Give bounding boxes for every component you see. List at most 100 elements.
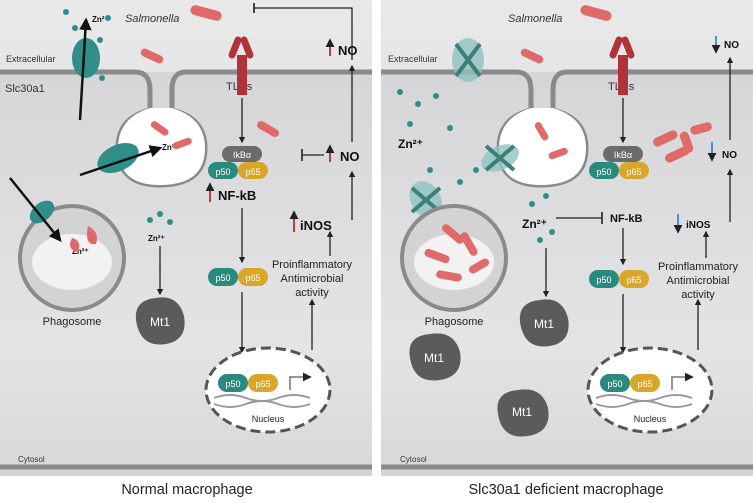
left-p65-mid: [238, 268, 268, 286]
zinc-icon: [549, 229, 555, 235]
salmonella-icon: [150, 121, 169, 136]
right-mt1-c-label: Mt1: [512, 405, 532, 419]
left-p65-top: [238, 162, 268, 179]
left-no-inhibit-path: [254, 7, 353, 60]
left-p50-top: [208, 162, 238, 179]
left-panel: Extracellular Salmonella Slc30a1 TLRs Cy…: [0, 0, 372, 476]
right-ikba-badge: [603, 146, 643, 162]
right-zn-left-label: Zn²⁺: [398, 137, 423, 151]
left-p65-mid-label: p65: [245, 273, 260, 283]
left-zn-top-label: Zn²⁺: [92, 15, 109, 24]
right-ko-x-icon: [454, 42, 482, 78]
salmonella-icon: [460, 232, 478, 256]
left-proinflam-2: Antimicrobial: [281, 273, 344, 285]
left-proinflam-1: Proinflammatory: [272, 259, 353, 271]
salmonella-icon: [690, 122, 712, 135]
right-no-mid-label: NO: [722, 150, 737, 161]
right-p50-top: [589, 162, 619, 179]
salmonella-icon: [70, 238, 80, 252]
right-tlr-icon: [609, 36, 635, 59]
zinc-icon: [72, 25, 78, 31]
right-p65-nuc: [630, 374, 660, 392]
left-salmonella-label: Salmonella: [125, 13, 179, 25]
right-p65-mid-label: p65: [626, 275, 641, 285]
salmonella-icon: [520, 48, 544, 64]
right-caption: Slc30a1 deficient macrophage: [468, 482, 664, 498]
left-zn-phago-label: Zn²⁺: [72, 247, 89, 256]
right-mt1-c-icon: [497, 389, 549, 437]
salmonella-icon: [190, 5, 222, 21]
left-nucleus-label: Nucleus: [252, 414, 285, 424]
left-no-mid-label: NO: [340, 149, 360, 164]
zinc-icon: [537, 237, 543, 243]
salmonella-icon: [653, 130, 678, 147]
zinc-icon: [543, 193, 549, 199]
salmonella-icon: [87, 226, 97, 245]
left-phagosome-transporter-icon: [29, 200, 55, 224]
left-zn-cyto-label: Zn²⁺: [148, 234, 165, 243]
salmonella-icon: [140, 48, 164, 64]
zinc-icon: [427, 167, 433, 173]
zinc-icon: [167, 219, 173, 225]
salmonella-icon: [580, 5, 612, 21]
right-invagination-vesicle: [499, 108, 586, 185]
left-ikba-badge: [222, 146, 262, 162]
salmonella-icon: [468, 258, 490, 274]
left-no-top-label: NO: [338, 43, 358, 58]
left-slc30a1-transporter-icon: [72, 38, 100, 78]
zinc-icon: [457, 179, 463, 185]
zinc-icon: [415, 101, 421, 107]
left-dna-icon-2: [213, 400, 311, 408]
right-dna-icon-2: [595, 400, 693, 408]
right-ikba-label: IkBα: [614, 150, 632, 160]
salmonella-icon: [548, 147, 568, 160]
salmonella-icon: [172, 137, 192, 150]
right-p65-top: [619, 162, 649, 179]
zinc-icon: [433, 93, 439, 99]
right-mt1-b-label: Mt1: [424, 351, 444, 365]
right-transcription-arrow: [671, 372, 694, 390]
right-salmonella-label: Salmonella: [508, 13, 562, 25]
left-zn-vesicle-arrow: [79, 145, 163, 177]
zinc-icon: [157, 211, 163, 217]
right-p50-nuc: [600, 374, 630, 392]
left-phagosome-label: Phagosome: [43, 316, 102, 328]
left-transcription-arrow: [289, 372, 312, 390]
right-proinflam-3: activity: [681, 289, 715, 301]
left-slc30a1-label: Slc30a1: [5, 83, 45, 95]
zinc-icon: [147, 217, 153, 223]
left-extracellular-label: Extracellular: [6, 54, 56, 64]
left-p50-mid: [208, 268, 238, 286]
left-caption: Normal macrophage: [121, 482, 253, 498]
left-tlr-stem: [237, 55, 247, 95]
left-p50-mid-label: p50: [215, 273, 230, 283]
salmonella-icon: [679, 131, 694, 153]
zinc-icon: [407, 121, 413, 127]
left-p65-top-label: p65: [245, 167, 260, 177]
left-phagosome-lumen: [32, 234, 112, 290]
left-nfkb-label: NF-kB: [218, 188, 256, 203]
zinc-icon: [97, 37, 103, 43]
right-p50-mid-label: p50: [596, 275, 611, 285]
right-extracellular-label: Extracellular: [388, 54, 438, 64]
zinc-icon: [473, 167, 479, 173]
left-zn-export-arrow: [78, 17, 92, 121]
right-p65-nuc-label: p65: [637, 379, 652, 389]
right-nfkb-label: NF-kB: [610, 213, 642, 225]
right-p50-nuc-label: p50: [607, 379, 622, 389]
salmonella-icon: [442, 224, 464, 244]
left-p50-nuc: [218, 374, 248, 392]
left-inos-label: iNOS: [300, 218, 332, 233]
right-p50-mid: [589, 270, 619, 288]
right-ko-x-icon: [484, 144, 516, 172]
right-mt1-a-icon: [519, 299, 569, 347]
right-proinflam-1: Proinflammatory: [658, 261, 739, 273]
salmonella-icon: [665, 146, 690, 163]
salmonella-icon: [424, 248, 450, 264]
salmonella-icon: [534, 122, 549, 141]
left-p65-nuc: [248, 374, 278, 392]
zinc-icon: [105, 15, 111, 21]
left-p50-nuc-label: p50: [225, 379, 240, 389]
left-cytosol-label: Cytosol: [18, 455, 45, 464]
